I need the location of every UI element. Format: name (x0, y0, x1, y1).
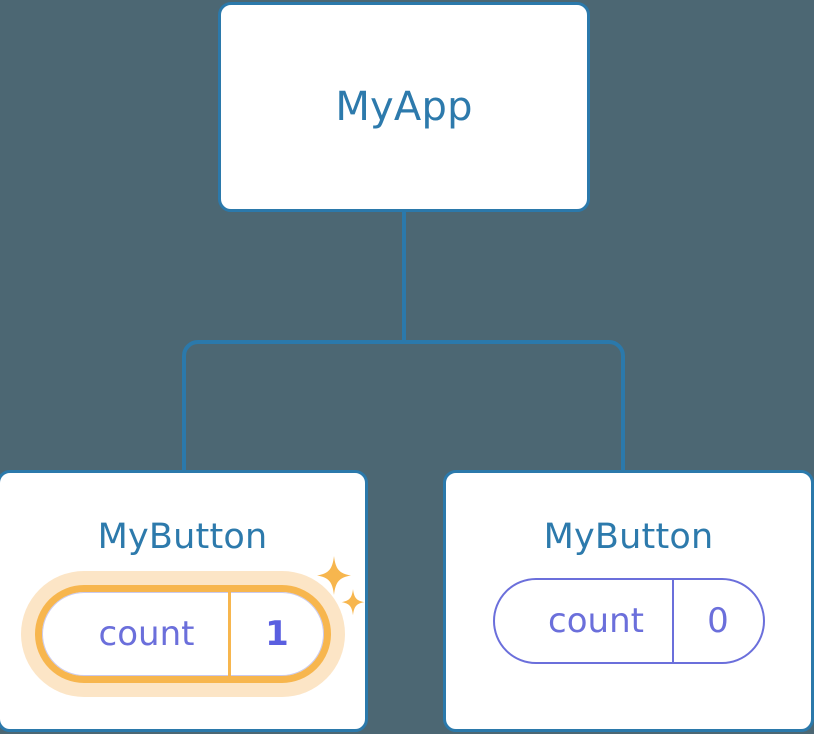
state-pill-right-key: count (548, 601, 644, 641)
node-mybutton-right[interactable]: MyButton count 0 (443, 470, 814, 732)
state-pill-left-key: count (98, 614, 195, 654)
node-mybutton-left-title: MyButton (97, 517, 268, 557)
state-pill-right-body: count 0 (492, 578, 765, 664)
edge-root-to-left (182, 340, 404, 472)
node-mybutton-right-title: MyButton (543, 517, 714, 557)
state-pill-right[interactable]: count 0 (492, 578, 765, 664)
node-mybutton-left[interactable]: MyButton count 1 (0, 470, 368, 732)
node-myapp-title: MyApp (335, 84, 473, 130)
state-pill-left-value: 1 (227, 592, 324, 676)
state-pill-left[interactable]: count 1 (20, 571, 345, 697)
state-pill-right-value: 0 (671, 580, 763, 662)
node-myapp[interactable]: MyApp (218, 2, 590, 212)
edge-root-to-right (404, 340, 625, 472)
state-pill-left-body: count 1 (34, 585, 331, 683)
